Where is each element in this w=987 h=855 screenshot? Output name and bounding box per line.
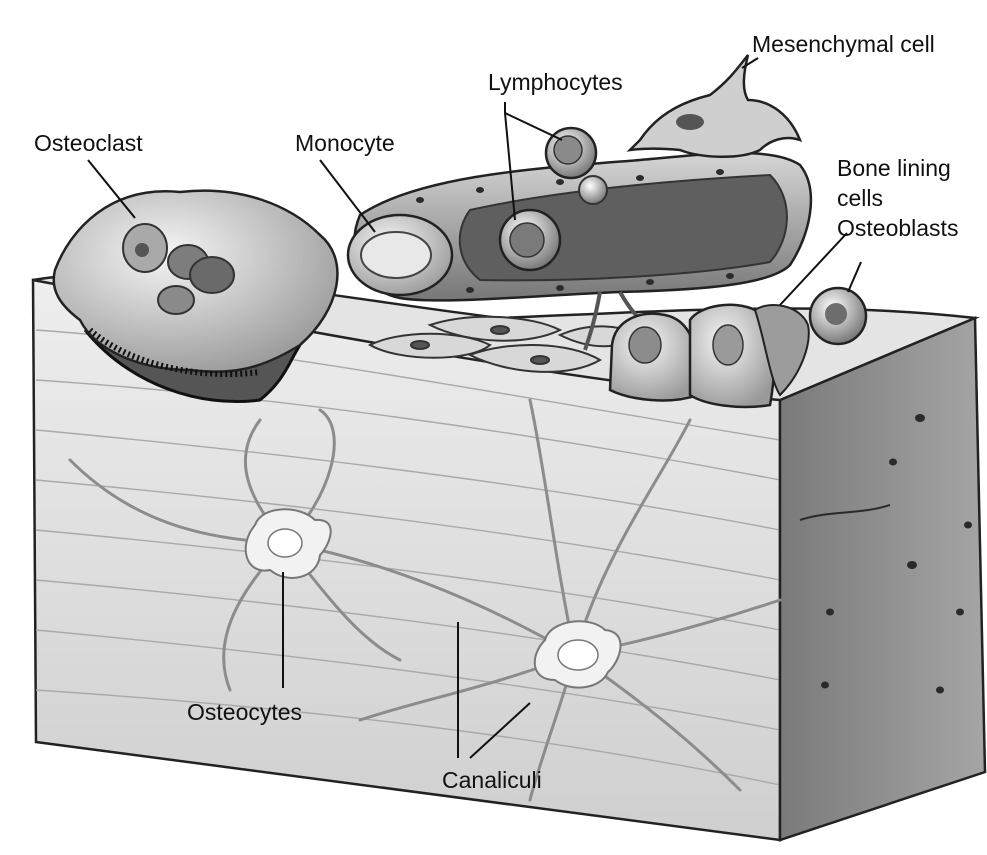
label-osteoclast: Osteoclast <box>34 130 143 156</box>
label-monocyte: Monocyte <box>295 130 395 156</box>
label-osteoblasts: Osteoblasts <box>837 215 958 241</box>
label-lymphocytes: Lymphocytes <box>488 69 623 95</box>
label-canaliculi: Canaliculi <box>442 767 542 793</box>
mesenchymal-cell <box>630 55 800 157</box>
bone-side-face <box>780 318 985 840</box>
label-osteocytes: Osteocytes <box>187 699 302 725</box>
label-mesenchymal-cell: Mesenchymal cell <box>752 31 935 57</box>
mesenchymal-cell-body <box>630 55 800 157</box>
monocyte <box>348 215 452 295</box>
label-bone-lining-line-1: Bone lining <box>837 155 951 181</box>
label-bone-lining-line-2: cells <box>837 185 883 211</box>
